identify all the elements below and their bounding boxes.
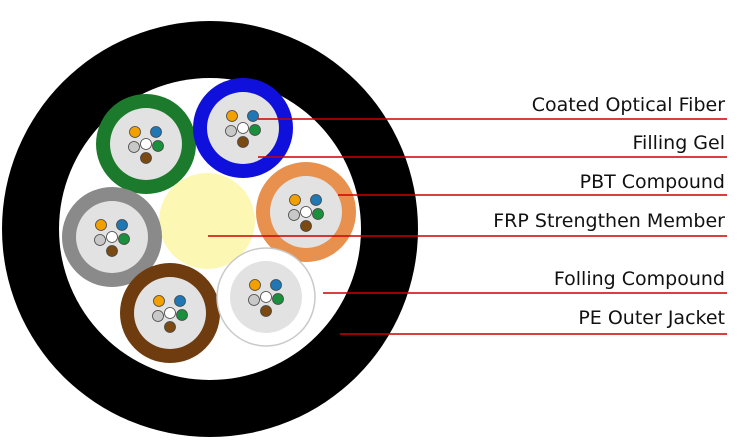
optical-fiber xyxy=(129,126,141,138)
optical-fiber xyxy=(153,295,165,307)
optical-fiber xyxy=(106,245,118,257)
optical-fiber xyxy=(310,194,322,206)
optical-fiber xyxy=(249,124,261,136)
label-filling-gel: Filling Gel xyxy=(632,132,726,154)
optical-fiber xyxy=(164,307,176,319)
optical-fiber xyxy=(260,291,272,303)
frp-strengthen-member xyxy=(159,173,255,269)
optical-fiber xyxy=(272,293,284,305)
optical-fiber xyxy=(94,234,106,246)
label-folling-compound: Folling Compound xyxy=(553,268,725,290)
optical-fiber xyxy=(289,194,301,206)
optical-fiber xyxy=(116,219,128,231)
optical-fiber xyxy=(95,219,107,231)
optical-fiber xyxy=(164,321,176,333)
label-coated-optical-fiber: Coated Optical Fiber xyxy=(531,94,725,116)
optical-fiber xyxy=(249,279,261,291)
leader-lines xyxy=(208,118,727,335)
optical-fiber xyxy=(150,126,162,138)
label-pe-outer-jacket: PE Outer Jacket xyxy=(578,307,725,329)
optical-fiber xyxy=(140,138,152,150)
optical-fiber xyxy=(237,122,249,134)
coated-optical-fibers xyxy=(94,110,324,333)
optical-fiber xyxy=(237,136,249,148)
label-frp-strengthen-member: FRP Strengthen Member xyxy=(493,210,725,232)
optical-fiber xyxy=(176,309,188,321)
optical-fiber xyxy=(248,294,260,306)
optical-fiber xyxy=(288,209,300,221)
optical-fiber xyxy=(226,110,238,122)
optical-fiber xyxy=(247,110,259,122)
optical-fiber xyxy=(118,233,130,245)
optical-fiber xyxy=(270,279,282,291)
optical-fiber xyxy=(300,206,312,218)
label-pbt-compound: PBT Compound xyxy=(579,171,725,193)
optical-fiber xyxy=(225,125,237,137)
optical-fiber xyxy=(140,152,152,164)
optical-fiber xyxy=(152,310,164,322)
optical-fiber xyxy=(312,208,324,220)
optical-fiber xyxy=(128,141,140,153)
optical-fiber xyxy=(260,305,272,317)
optical-fiber xyxy=(106,231,118,243)
optical-fiber xyxy=(152,140,164,152)
optical-fiber xyxy=(174,295,186,307)
optical-fiber xyxy=(300,220,312,232)
